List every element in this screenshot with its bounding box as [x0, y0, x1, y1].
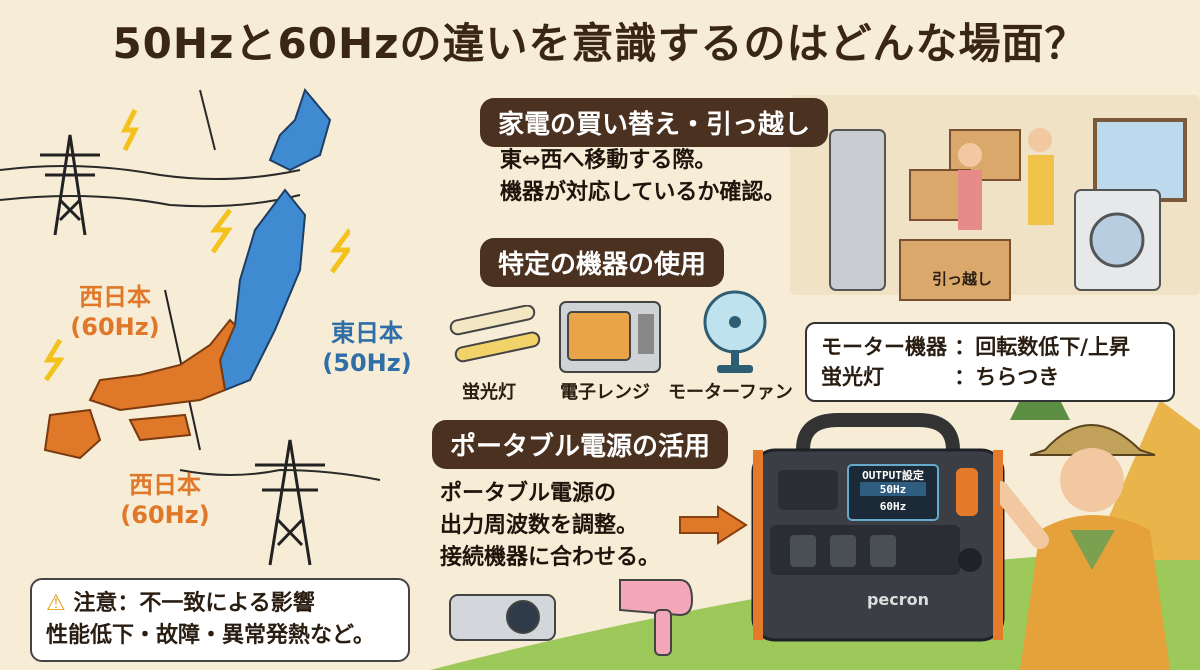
section3-line2: 出力周波数を調整。	[440, 513, 639, 538]
region-east-freq: (50Hz)	[322, 349, 412, 377]
person-woman-icon	[958, 143, 982, 167]
region-west-top: 西日本 (60Hz)	[60, 282, 170, 342]
brand-logo: pecron	[866, 590, 930, 609]
section3-line3: 接続機器に合わせる。	[440, 545, 661, 570]
section3-text: ポータブル電源の 出力周波数を調整。 接続機器に合わせる。	[440, 478, 660, 574]
bubble-row-lamp: 蛍光灯 ：ちらつき	[821, 365, 1060, 389]
item-label-lamp: 蛍光灯	[462, 382, 516, 403]
region-west-top-name: 西日本	[79, 283, 151, 311]
microwave-icon	[559, 301, 661, 373]
region-west-top-freq: (60Hz)	[70, 313, 160, 341]
warning-icon: ⚠	[46, 591, 66, 616]
region-west-bottom-name: 西日本	[129, 471, 201, 499]
display-option-50hz[interactable]: 50Hz	[879, 483, 907, 496]
region-east-name: 東日本	[331, 319, 403, 347]
section1-line2: 機器が対応しているか確認。	[500, 180, 786, 205]
display-title: OUTPUT設定	[862, 469, 924, 482]
portable-power-station	[751, 413, 1005, 642]
region-west-bottom: 西日本 (60Hz)	[110, 470, 220, 530]
section3-line1: ポータブル電源の	[440, 481, 617, 506]
section1-text: 東⇔西へ移動する際。 機器が対応しているか確認。	[500, 145, 785, 209]
bubble-row-motor: モーター機器 ：回転数低下/上昇	[821, 335, 1130, 359]
projector-icon	[449, 594, 556, 641]
person-man-icon	[1028, 128, 1052, 152]
warning-line2: 性能低下・故障・異常発熱など。	[46, 623, 375, 648]
east-japan-shape	[218, 188, 307, 392]
effects-bubble: モーター機器 ：回転数低下/上昇 蛍光灯 ：ちらつき	[805, 322, 1175, 402]
section1-line1: 東⇔西へ移動する際。	[500, 148, 717, 173]
warning-box: ⚠ 注意：不一致による影響 性能低下・故障・異常発熱など。	[30, 578, 410, 662]
page-title: 50Hzと60Hzの違いを意識するのはどんな場面？	[112, 19, 1088, 68]
kyushu-shape	[43, 408, 102, 460]
person-man-illustration	[1000, 424, 1170, 670]
west-japan-shape	[88, 318, 237, 412]
moving-scene-illustration	[829, 128, 1161, 301]
arrow-right-icon	[679, 505, 748, 545]
hokkaido-shape	[268, 87, 332, 172]
shikoku-shape	[128, 413, 192, 442]
warning-line1: 注意：不一致による影響	[73, 591, 315, 616]
item-label-fan: モーターファン	[668, 382, 793, 403]
display-option-60hz[interactable]: 60Hz	[879, 500, 907, 513]
fridge-icon	[829, 129, 886, 291]
moving-box-label: 引っ越し	[932, 270, 993, 288]
fan-icon	[703, 290, 767, 373]
item-label-microwave: 電子レンジ	[560, 382, 650, 403]
region-east: 東日本 (50Hz)	[312, 318, 422, 378]
region-west-bottom-freq: (60Hz)	[120, 501, 210, 529]
hair-dryer-icon	[619, 579, 694, 656]
japan-map	[43, 87, 350, 460]
fluorescent-lamp-icon	[449, 305, 541, 363]
section1-heading: 家電の買い替え・引っ越し	[480, 98, 829, 147]
section3-heading: ポータブル電源の活用	[432, 420, 729, 469]
section2-heading: 特定の機器の使用	[480, 238, 725, 287]
